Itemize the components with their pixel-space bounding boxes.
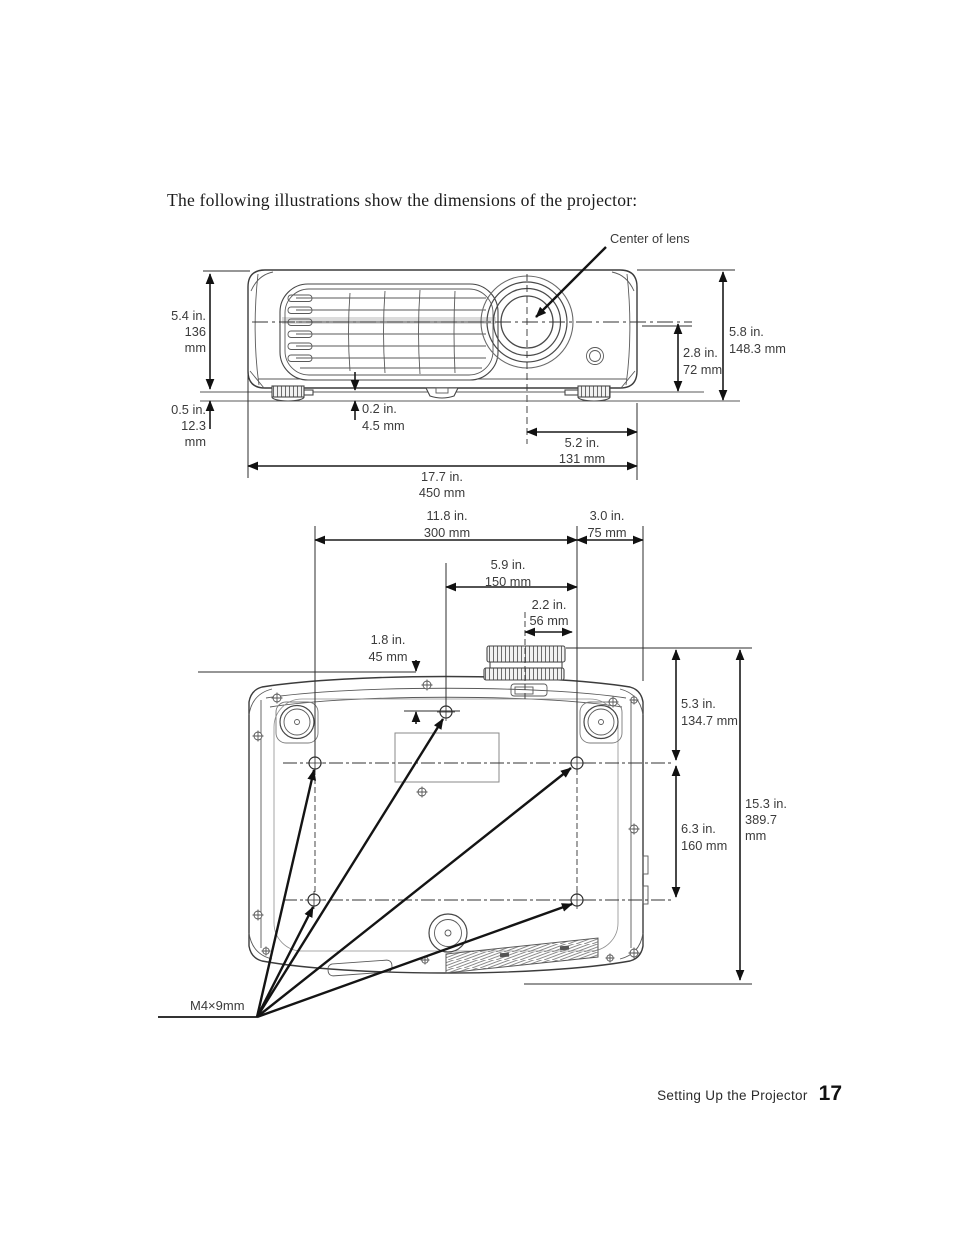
- dim-mount-mid-in: 5.9 in.: [491, 557, 526, 572]
- latch-recess: [510, 683, 548, 697]
- dim-total-depth-mm2: mm: [745, 828, 766, 843]
- bottom-dimension-arrows: [314, 535, 745, 981]
- front-view-diagram: Center of lens 5.4 in. 136 mm 0.5 in. 12…: [171, 231, 786, 500]
- dim-mount-depth-in: 6.3 in.: [681, 821, 716, 836]
- grille-slot-holes: [287, 294, 313, 362]
- page-title: The following illustrations show the dim…: [167, 190, 638, 210]
- front-feet: [271, 385, 611, 402]
- dim-front-hole-mm: 45 mm: [368, 649, 407, 664]
- screw-spec-leaders: [158, 718, 573, 1019]
- mount-centerlines: [283, 612, 672, 901]
- center-of-lens-label: Center of lens: [610, 231, 690, 246]
- dim-mount-width-in: 11.8 in.: [426, 508, 467, 523]
- rear-foot-left: [275, 701, 319, 744]
- dim-lens-offset-bottom-mm: 56 mm: [529, 613, 568, 628]
- front-dimension-arrows: [205, 271, 728, 471]
- footer-section-title: Setting Up the Projector: [657, 1088, 808, 1103]
- dim-side-offset-in: 3.0 in.: [590, 508, 625, 523]
- dim-lens-offset-mm: 131 mm: [559, 451, 605, 466]
- lens-crosshair: [252, 274, 692, 444]
- dim-lens-offset-bottom-in: 2.2 in.: [532, 597, 567, 612]
- dim-body-height-mm: 136: [185, 324, 206, 339]
- dim-body-height-in: 5.4 in.: [171, 308, 206, 323]
- center-of-lens-leader: [535, 246, 607, 318]
- dim-mount-mid-mm: 150 mm: [485, 574, 531, 589]
- dim-lens-height-mm: 72 mm: [683, 362, 722, 377]
- dim-foot-height-mm2: mm: [185, 434, 206, 449]
- rear-foot-right: [579, 701, 623, 744]
- vent-grille: [279, 283, 499, 381]
- dim-front-depth-mm: 134.7 mm: [681, 713, 738, 728]
- dim-total-depth-mm: 389.7: [745, 812, 777, 827]
- dim-front-depth-in: 5.3 in.: [681, 696, 716, 711]
- dim-front-foot-mm: 4.5 mm: [362, 418, 405, 433]
- dim-total-depth-in: 15.3 in.: [745, 796, 787, 811]
- screw-spec-label: M4×9mm: [190, 998, 245, 1013]
- dim-foot-height-mm: 12.3: [181, 418, 206, 433]
- dim-mount-depth-mm: 160 mm: [681, 838, 727, 853]
- dim-width-in: 17.7 in.: [421, 469, 463, 484]
- dim-side-offset-mm: 75 mm: [587, 525, 626, 540]
- page-number: 17: [818, 1082, 842, 1105]
- dim-lens-height-in: 2.8 in.: [683, 345, 718, 360]
- front-extension-lines: [203, 269, 735, 480]
- dim-front-foot-in: 0.2 in.: [362, 401, 397, 416]
- bottom-extension-lines: [198, 526, 752, 985]
- bottom-dimension-labels: 11.8 in. 300 mm 3.0 in. 75 mm 5.9 in. 15…: [190, 508, 787, 1013]
- page-footer: Setting Up the Projector 17: [657, 1082, 842, 1106]
- dim-lens-offset-in: 5.2 in.: [565, 435, 600, 450]
- front-foot-bottom: [428, 913, 468, 953]
- side-tabs: [642, 855, 649, 905]
- dim-mount-width-mm: 300 mm: [424, 525, 470, 540]
- dim-body-height-mm2: mm: [185, 340, 206, 355]
- ir-receiver: [586, 347, 604, 365]
- dim-total-height-mm: 148.3 mm: [729, 341, 786, 356]
- label-plate: [394, 732, 500, 783]
- dim-foot-height-in: 0.5 in.: [171, 402, 206, 417]
- dim-front-hole-in: 1.8 in.: [371, 632, 406, 647]
- front-dimension-labels: 5.4 in. 136 mm 0.5 in. 12.3 mm 0.2 in. 4…: [171, 308, 786, 500]
- bottom-view-diagram: 11.8 in. 300 mm 3.0 in. 75 mm 5.9 in. 15…: [158, 508, 787, 1019]
- case-screws: [252, 679, 640, 965]
- bottom-vent-grille: [445, 937, 599, 974]
- dim-total-height-in: 5.8 in.: [729, 324, 764, 339]
- dim-width-mm: 450 mm: [419, 485, 465, 500]
- lens-barrel: [483, 645, 566, 681]
- bottom-slot: [327, 959, 393, 977]
